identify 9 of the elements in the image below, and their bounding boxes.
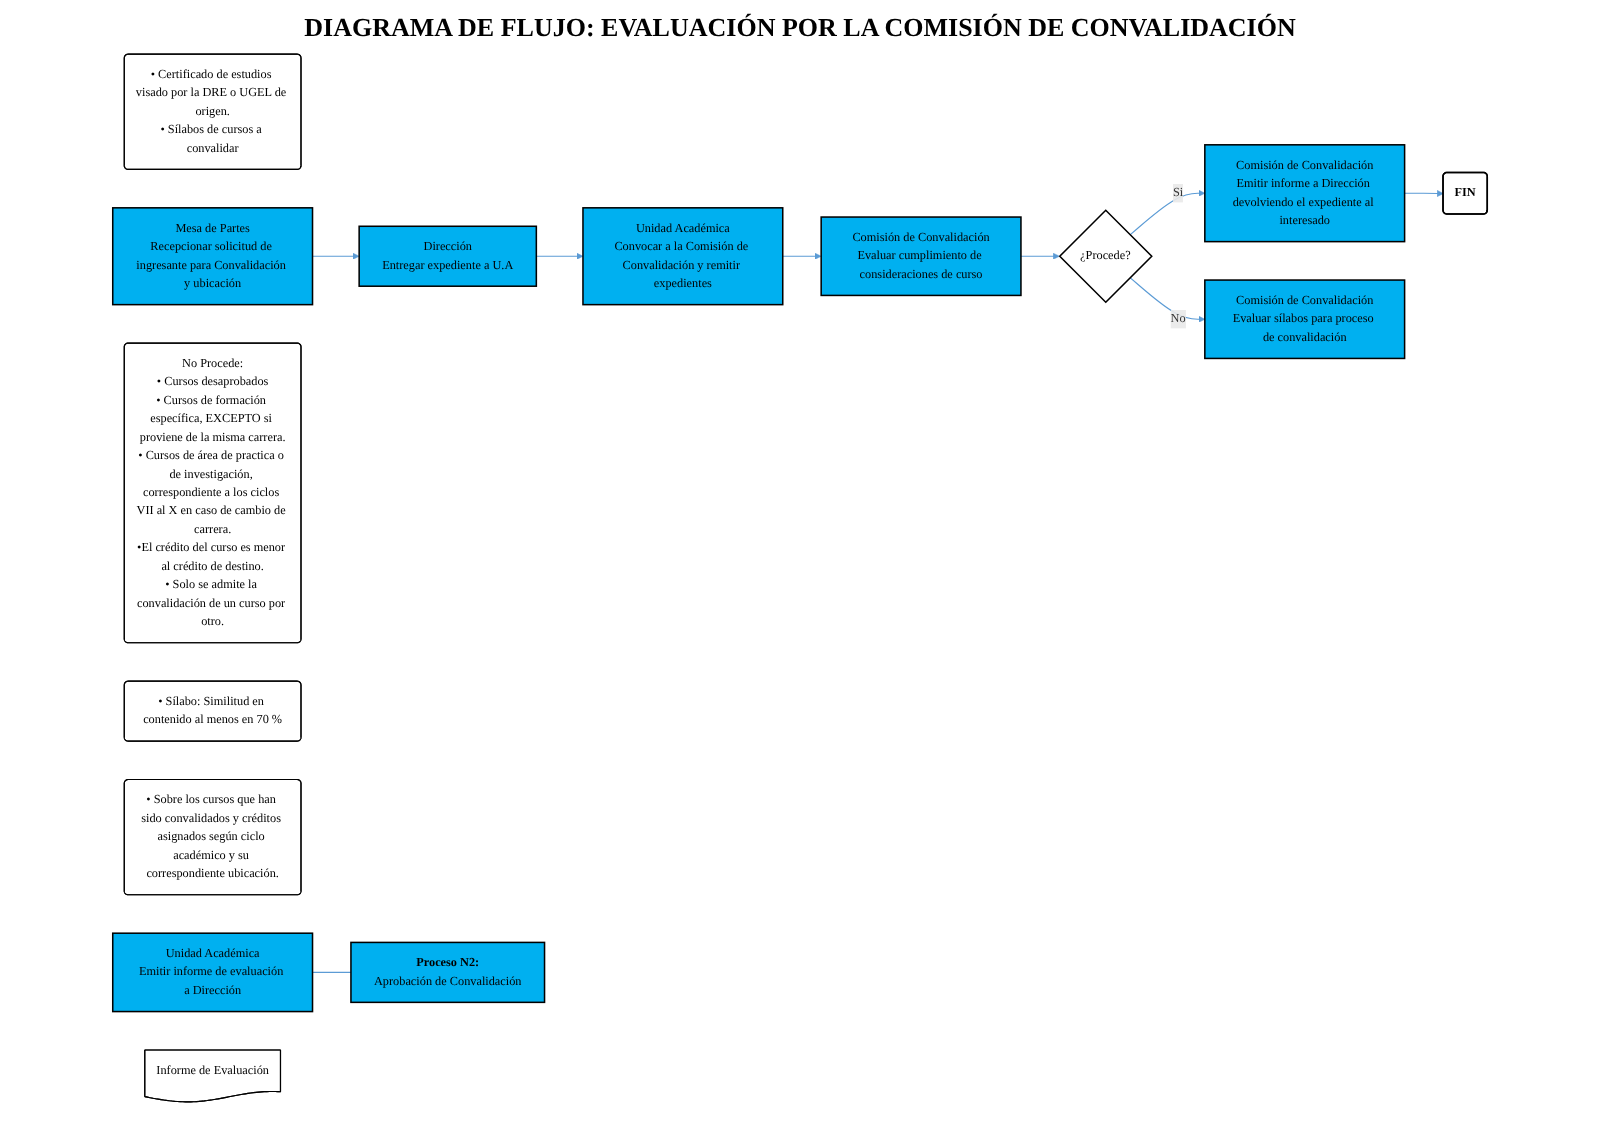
arrow [1020,252,1060,260]
arrow [1404,190,1444,197]
arrow [311,252,360,260]
arrow [782,252,822,260]
arrow [1129,189,1206,236]
arrow [535,252,584,260]
arrow [1129,277,1206,323]
connector [311,971,352,973]
diagram-title: DIAGRAMA DE FLUJO: EVALUACIÓN POR LA COMISIÓN DE CONVALIDACIÓN [302,12,1298,44]
